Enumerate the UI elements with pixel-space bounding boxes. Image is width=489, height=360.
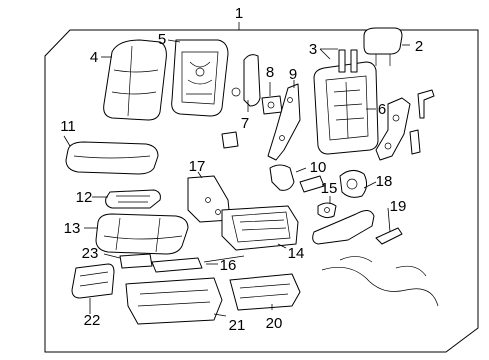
callout-17: 17 — [189, 158, 206, 175]
callout-8: 8 — [266, 64, 274, 81]
callout-1: 1 — [235, 5, 243, 22]
part-2-headrest — [363, 27, 403, 66]
part-recliner-assembly — [375, 89, 435, 161]
part-4-seatback-cover — [103, 39, 167, 121]
part-5-seatback-frame — [171, 39, 229, 117]
part-22-cover — [71, 263, 115, 299]
callout-19: 19 — [390, 198, 407, 215]
callout-22: 22 — [84, 312, 101, 329]
callout-14: 14 — [288, 245, 305, 262]
part-15-bracket — [317, 202, 337, 219]
callout-20: 20 — [266, 315, 283, 332]
callout-11: 11 — [60, 118, 76, 135]
part-20-lower-frame — [229, 273, 301, 311]
part-11-cushion-cover — [65, 141, 159, 175]
callout-2: 2 — [415, 38, 423, 55]
callout-18: 18 — [376, 173, 393, 190]
part-18-side-panel — [312, 210, 375, 245]
callout-3: 3 — [309, 41, 317, 58]
part-8-bracket — [261, 95, 283, 115]
callout-4: 4 — [90, 49, 98, 66]
callout-9: 9 — [289, 66, 297, 83]
part-19-handle — [375, 227, 403, 245]
part-9-side-bracket — [267, 83, 301, 161]
callout-6: 6 — [378, 101, 386, 118]
callout-10: 10 — [310, 159, 327, 176]
part-12-cushion-pad — [105, 189, 161, 209]
part-wiring-harness — [321, 256, 439, 307]
part-3-headrest-guides — [338, 49, 358, 73]
diagram-frame — [44, 29, 479, 353]
leader-lines — [63, 39, 410, 317]
callout-15: 15 — [321, 180, 338, 197]
callout-21: 21 — [229, 317, 246, 334]
callout-13: 13 — [64, 220, 81, 237]
part-recliner-plate — [339, 170, 368, 198]
part-13-seat-cushion — [95, 213, 189, 255]
part-14-seat-frame — [221, 205, 299, 251]
callout-12: 12 — [76, 189, 93, 206]
callout-5: 5 — [158, 31, 166, 48]
part-small-clip — [221, 131, 239, 149]
callout-16: 16 — [220, 257, 237, 274]
part-6-seatback-frame — [313, 61, 379, 155]
part-23-bracket — [119, 253, 153, 269]
part-16-cable — [151, 255, 245, 273]
callout-7: 7 — [241, 115, 249, 132]
part-21-lower-frame — [125, 277, 223, 325]
part-7-side-trim — [231, 54, 261, 107]
callout-23: 23 — [82, 245, 99, 262]
part-10-bracket — [269, 164, 325, 193]
